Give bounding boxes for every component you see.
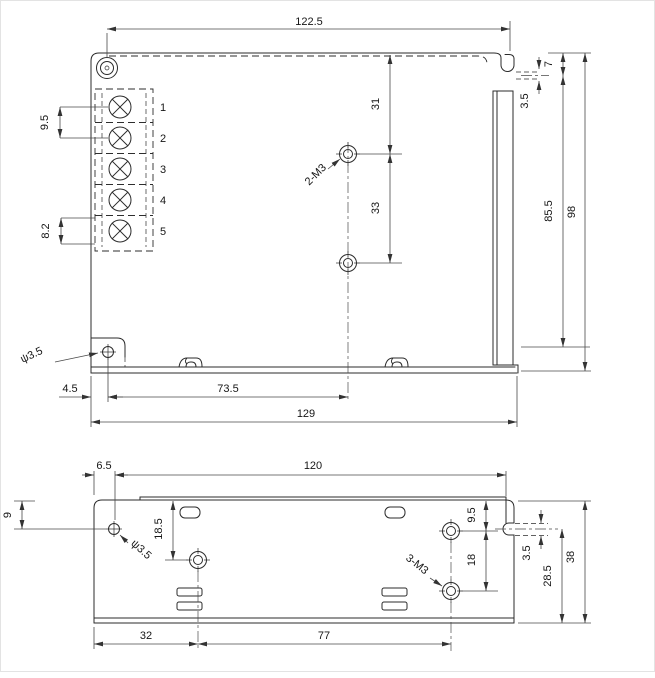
dim-overall-top: 122.5 [295,16,323,28]
corner-rivet [96,57,118,79]
dim-holes-spacing-x: 77 [318,630,330,642]
corner-hole [99,343,117,361]
terminal-screw [108,126,132,150]
dimensions-side-view: 6.5 120 9 ψ3.5 18.5 9.5 18 3-M3 [2,460,591,649]
side-hole [105,520,123,538]
vent-slot [179,506,201,519]
m3-hole [185,547,211,573]
top-view: 1 2 3 4 5 122.5 9.5 [19,16,591,427]
mounting-tab [178,357,203,368]
dim-overall-depth: 98 [566,206,578,218]
dim-slot-to-bottom-side: 28.5 [542,565,554,586]
terminal-number: 2 [160,133,166,145]
enclosure-outline-side [93,496,515,624]
holes-side-view [105,518,558,651]
dim-vent-offset: 18.5 [153,518,165,539]
dim-slot-to-bottom: 85.5 [543,200,555,221]
vent-slot [381,601,408,611]
dim-terminal-pitch: 9.5 [39,115,51,130]
vent-slot [384,506,406,519]
label-corner-hole: ψ3.5 [19,345,45,366]
label-mounting-holes-side: 3-M3 [403,552,430,577]
holes-top-view [96,57,361,401]
label-mounting-holes: 2-M3 [303,162,329,188]
dim-slot-width: 3.5 [519,93,531,108]
m3-hole [438,578,464,604]
terminal-number: 3 [160,164,166,176]
terminal-block: 1 2 3 4 5 [94,88,166,252]
terminal-screw [108,219,132,243]
vent-slot [176,587,203,597]
side-view: 6.5 120 9 ψ3.5 18.5 9.5 18 3-M3 [2,460,591,651]
dim-slot-from-top: 7 [543,61,555,67]
mounting-tab [384,357,409,368]
dim-top-width: 120 [304,460,322,472]
terminal-screw [108,188,132,212]
dim-holes-center-offset: 73.5 [217,383,238,395]
dim-overall-width: 129 [297,408,315,420]
dim-hole-spacing-y: 18 [466,554,478,566]
terminal-number: 5 [160,226,166,238]
dim-overall-height: 38 [565,551,577,563]
vent-slot [381,587,408,597]
enclosure-outline [90,52,519,374]
terminal-number: 4 [160,195,166,207]
dim-hole-offset: 6.5 [96,460,111,472]
dim-hole1-from-top: 9.5 [466,507,478,522]
dim-hole-spacing: 33 [370,202,382,214]
vent-slot [176,601,203,611]
terminal-screw [108,95,132,119]
dim-corner-hole-offset: 4.5 [62,383,77,395]
dim-terminal-pitch-last: 8.2 [40,223,52,238]
dim-hole1-offset-x: 32 [140,630,152,642]
dim-hole-to-top: 31 [370,98,382,110]
terminal-screw [108,157,132,181]
label-side-hole: ψ3.5 [128,538,153,562]
dim-hole-from-top: 9 [2,512,14,518]
terminal-number: 1 [160,102,166,114]
dim-slot-width-side: 3.5 [521,545,533,560]
m3-hole [438,518,464,544]
